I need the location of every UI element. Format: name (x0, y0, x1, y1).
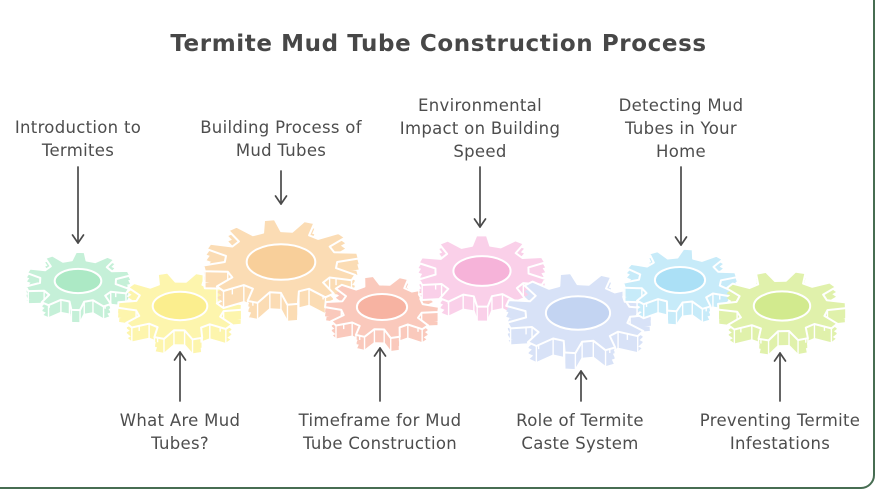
gear-8 (717, 270, 847, 357)
step-label-6: Role of Termite Caste System (516, 411, 644, 453)
step-label-5: Environmental Impact on Building Speed (399, 96, 561, 161)
step-label-7: Detecting Mud Tubes in Your Home (618, 96, 744, 161)
connector-arrow-8 (773, 352, 787, 402)
connector-arrow-4 (373, 347, 387, 402)
gear-4 (324, 275, 440, 353)
connector-arrow-1 (71, 166, 85, 244)
step-label-3: Building Process of Mud Tubes (200, 118, 362, 160)
connector-arrow-7 (674, 166, 688, 246)
connector-arrow-2 (173, 351, 187, 402)
connector-arrow-6 (574, 370, 588, 402)
gear-6 (505, 272, 652, 372)
connector-arrow-3 (274, 170, 288, 205)
gear-3 (202, 218, 360, 323)
step-label-1: Introduction to Termites (14, 118, 142, 160)
step-label-8: Preventing Termite Infestations (699, 411, 861, 453)
gear-1 (24, 250, 132, 325)
gear-7 (622, 247, 738, 327)
connector-arrow-5 (473, 166, 487, 228)
step-label-4: Timeframe for Mud Tube Construction (298, 411, 462, 453)
step-label-2: What Are Mud Tubes? (119, 411, 241, 453)
diagram-title: Termite Mud Tube Construction Process (170, 31, 707, 57)
